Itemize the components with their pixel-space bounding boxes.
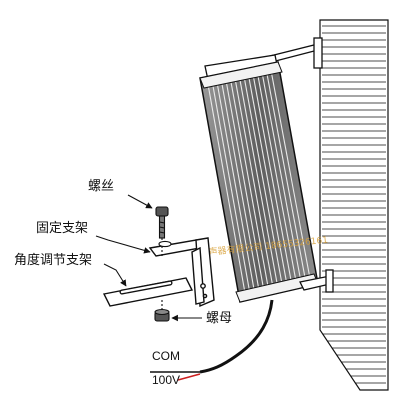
pointer-arrow-angle-bracket: [103, 263, 127, 287]
angle-bracket: [102, 277, 194, 307]
label-com: COM: [152, 349, 180, 363]
fixed-bracket: [148, 237, 215, 308]
label-fixed-bracket: 固定支架: [36, 221, 88, 236]
speaker-cable: [150, 299, 274, 381]
leader-arrows: [95, 194, 202, 322]
pointer-arrow-screw: [127, 194, 153, 209]
screw-bolt: [155, 206, 169, 258]
washer-top: [158, 240, 172, 248]
hex-nut: [154, 300, 170, 322]
label-voltage: 100V: [152, 373, 180, 387]
label-nut: 螺母: [206, 311, 232, 326]
label-screw: 螺丝: [88, 179, 114, 194]
bottom-mount-arm: [299, 269, 334, 293]
pointer-arrow-fixed-bracket: [95, 235, 151, 254]
label-angle-bracket: 角度调节支架: [14, 252, 92, 268]
wall: [319, 19, 389, 391]
column-speaker: [199, 61, 319, 303]
